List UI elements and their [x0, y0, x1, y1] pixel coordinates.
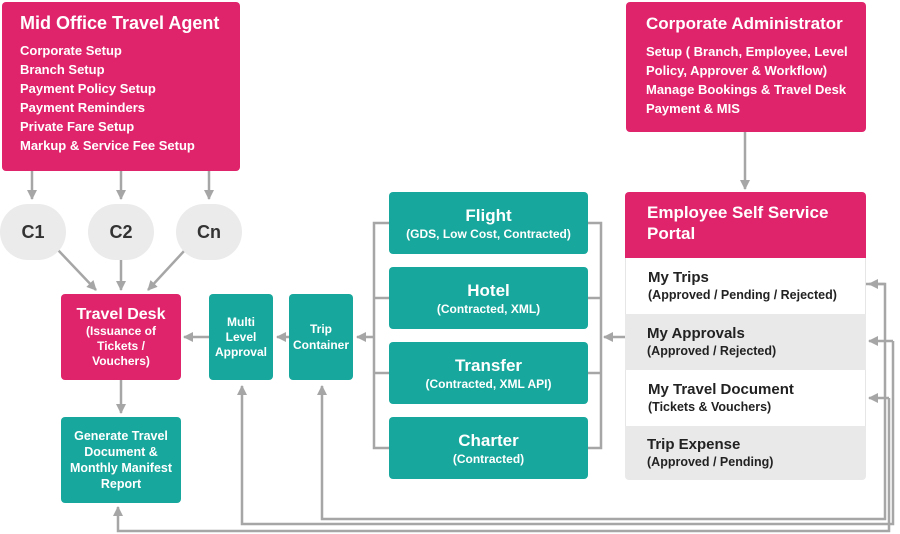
travel-desk-box: Travel Desk (Issuance of Tickets / Vouch… — [61, 294, 181, 380]
list-item: Branch Setup — [20, 62, 105, 77]
multi-level-approval-box: Multi Level Approval — [209, 294, 273, 380]
service-transfer-box: Transfer (Contracted, XML API) — [389, 342, 588, 404]
portal-row-subtitle: (Approved / Rejected) — [647, 344, 777, 358]
service-charter-box: Charter (Contracted) — [389, 417, 588, 479]
portal-row-trip-expense[interactable]: Trip Expense (Approved / Pending) — [625, 426, 866, 480]
trip-container-label: Trip Container — [293, 322, 350, 352]
portal-row-subtitle: (Approved / Pending) — [647, 455, 774, 469]
service-subtitle: (Contracted, XML API) — [425, 376, 552, 391]
list-item: Setup ( Branch, Employee, Level — [646, 44, 848, 59]
corporate-admin-title: Corporate Administrator — [646, 14, 843, 33]
generate-document-box: Generate Travel Document & Monthly Manif… — [61, 417, 181, 503]
loop-document-generate — [113, 398, 891, 533]
list-item: Payment Reminders — [20, 100, 145, 115]
portal-row-title: My Trips — [648, 269, 709, 286]
corporate-admin-list: Setup ( Branch, Employee, Level Policy, … — [646, 42, 866, 118]
service-title: Flight — [465, 205, 512, 225]
mid-office-list: Corporate Setup Branch Setup Payment Pol… — [20, 41, 240, 155]
mid-office-title: Mid Office Travel Agent — [20, 13, 220, 33]
mid-office-box: Mid Office Travel Agent Corporate Setup … — [2, 2, 240, 171]
travel-desk-title: Travel Desk — [76, 306, 166, 323]
generate-document-label: Generate Travel Document & Monthly Manif… — [69, 429, 173, 491]
travel-desk-subtitle: (Issuance of Tickets / Vouchers) — [85, 324, 157, 368]
multi-level-approval-label: Multi Level Approval — [214, 314, 267, 359]
portal-row-title: Trip Expense — [647, 436, 741, 453]
portal-row-my-trips[interactable]: My Trips (Approved / Pending / Rejected) — [625, 258, 866, 314]
portal-header-box: Employee Self Service Portal — [625, 192, 866, 258]
service-title: Hotel — [467, 280, 510, 300]
corporate-admin-box: Corporate Administrator Setup ( Branch, … — [626, 2, 866, 132]
arrow-c1-desk — [57, 249, 97, 291]
list-item: Payment & MIS — [646, 101, 740, 116]
service-subtitle: (Contracted) — [452, 451, 525, 466]
service-hotel-box: Hotel (Contracted, XML) — [389, 267, 588, 329]
portal-row-subtitle: (Approved / Pending / Rejected) — [648, 288, 837, 302]
list-item: Policy, Approver & Workflow) — [646, 63, 828, 78]
trip-container-box: Trip Container — [289, 294, 353, 380]
portal-title: Employee Self Service Portal — [647, 203, 829, 243]
service-subtitle: (Contracted, XML) — [436, 301, 541, 316]
service-title: Charter — [458, 430, 519, 450]
corporate-oval-c1: C1 — [0, 204, 66, 260]
service-flight-box: Flight (GDS, Low Cost, Contracted) — [389, 192, 588, 254]
portal-row-my-travel-document[interactable]: My Travel Document (Tickets & Vouchers) — [625, 370, 866, 426]
list-item: Markup & Service Fee Setup — [20, 138, 195, 153]
loop-approvals-multi — [237, 341, 895, 526]
corporate-oval-c2: C2 — [88, 204, 154, 260]
list-item: Corporate Setup — [20, 43, 122, 58]
portal-row-title: My Approvals — [647, 325, 745, 342]
list-item: Private Fare Setup — [20, 119, 135, 134]
list-item: Payment Policy Setup — [20, 81, 156, 96]
service-subtitle: (GDS, Low Cost, Contracted) — [406, 226, 571, 241]
bracket-right — [588, 221, 603, 450]
corporate-oval-cn: Cn — [176, 204, 242, 260]
service-title: Transfer — [454, 355, 523, 375]
portal-row-subtitle: (Tickets & Vouchers) — [648, 400, 772, 414]
bracket-left — [372, 221, 389, 450]
portal-row-title: My Travel Document — [648, 381, 794, 398]
portal-row-my-approvals[interactable]: My Approvals (Approved / Rejected) — [625, 314, 866, 370]
list-item: Manage Bookings & Travel Desk — [646, 82, 847, 97]
arrow-cn-desk — [147, 249, 186, 291]
